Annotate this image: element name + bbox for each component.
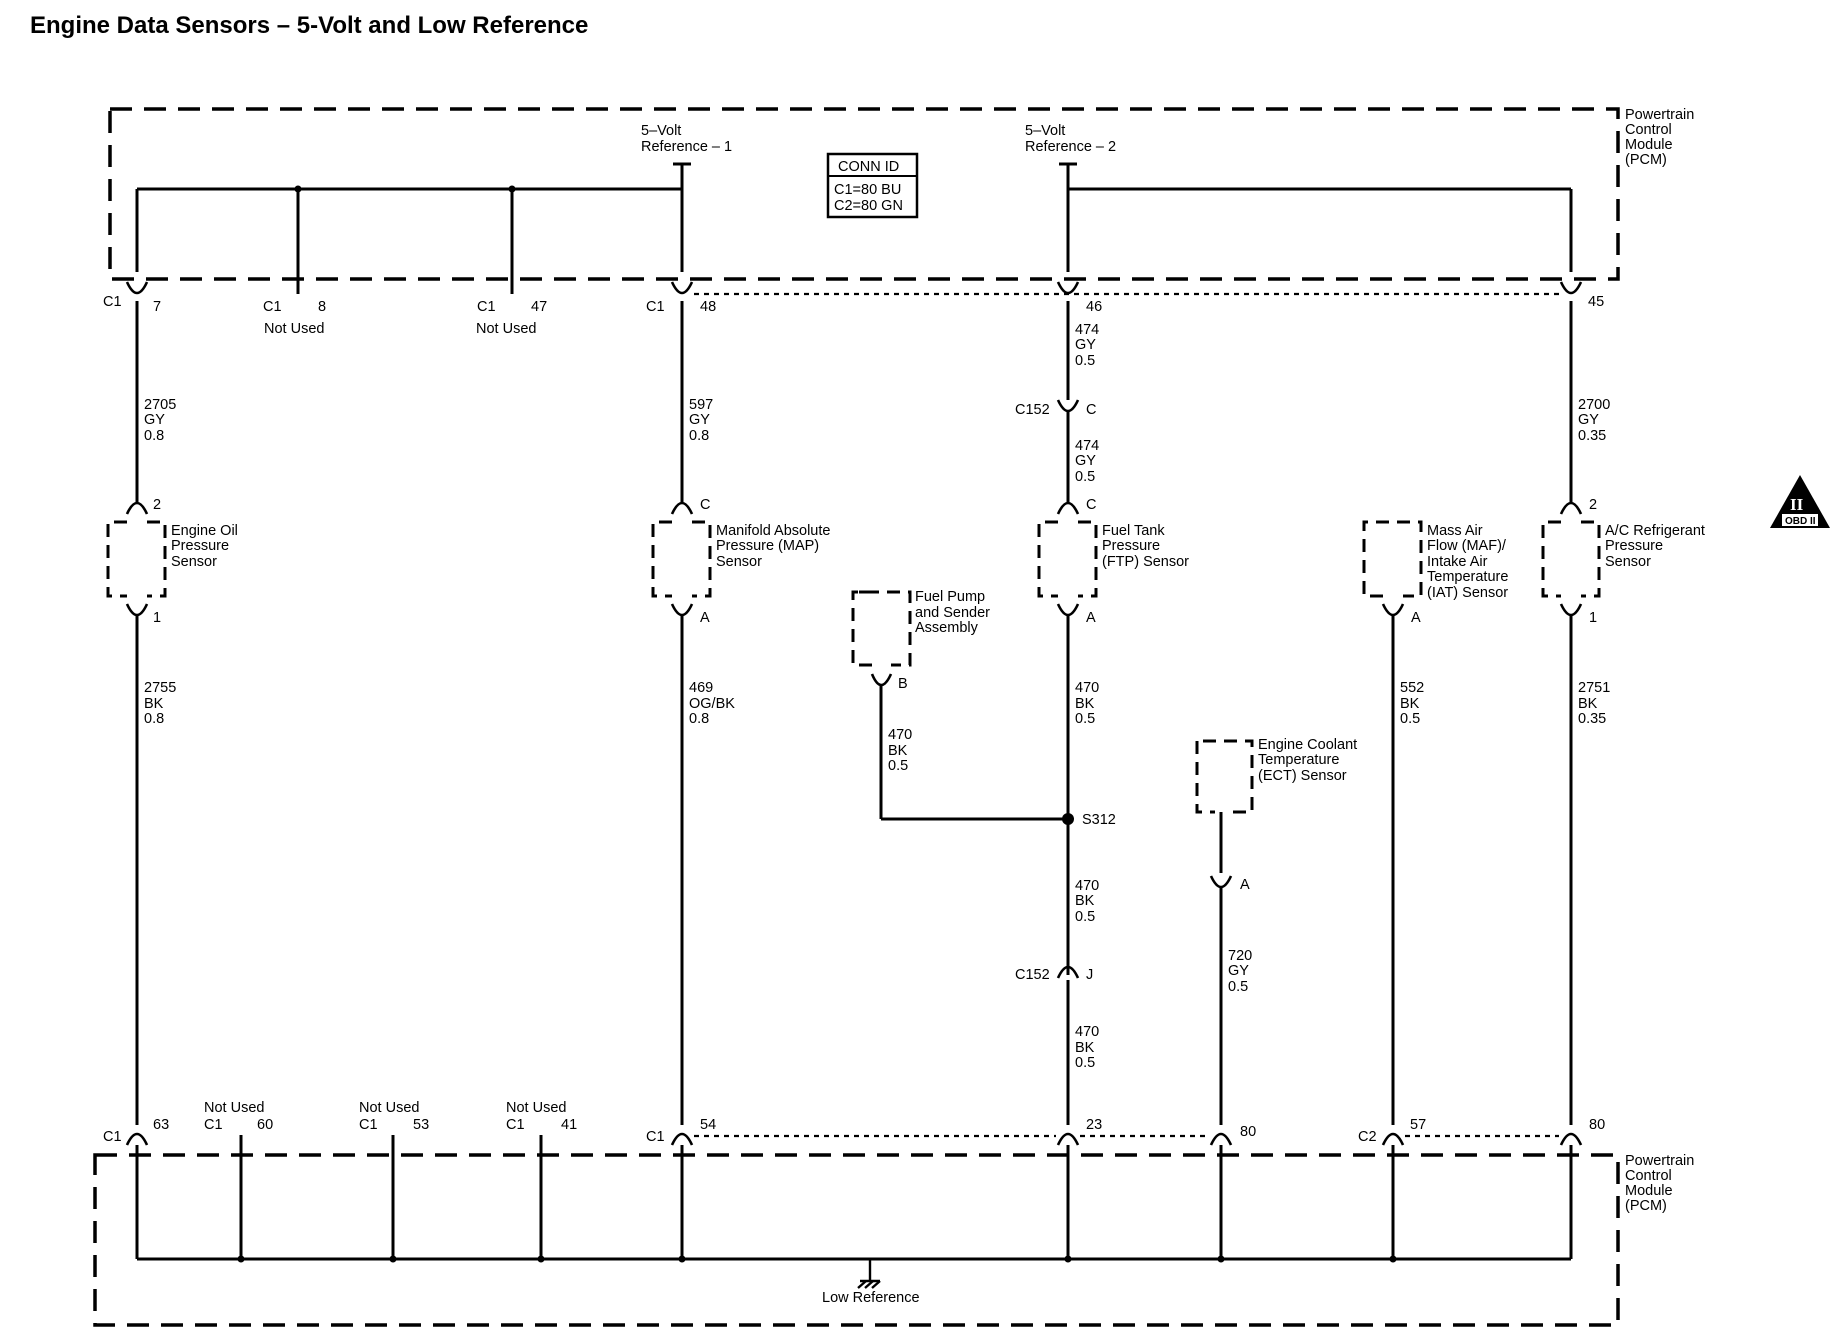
ref-2-label: 5–Volt Reference – 2 — [1025, 123, 1116, 155]
column-map — [651, 301, 712, 1125]
bottom-pin-54: 54 — [700, 1117, 716, 1133]
column-ect — [1195, 739, 1254, 1125]
wire-469-label: 469 OG/BK 0.8 — [689, 680, 739, 727]
bottom-pin-63-conn: C1 — [103, 1129, 122, 1145]
obd-ii-icon: II OBD II — [1770, 475, 1830, 528]
wire-474b-label: 474 GY 0.5 — [1075, 438, 1103, 485]
ftp-pin-top: C — [1086, 497, 1096, 513]
oil-sensor-label: Engine Oil Pressure Sensor — [171, 523, 242, 570]
wire-2700-label: 2700 GY 0.35 — [1578, 397, 1614, 444]
oil-pin-top: 2 — [153, 497, 161, 513]
top-pin-8-conn: C1 — [263, 299, 282, 315]
wire-2705-label: 2705 GY 0.8 — [144, 397, 180, 444]
pcm-top-label: Powertrain Control Module (PCM) — [1625, 107, 1698, 168]
wire-470-s-label: 470 BK 0.5 — [1075, 878, 1103, 925]
bottom-pin-60-note: Not Used — [204, 1100, 264, 1116]
map-pin-bottom: A — [700, 610, 710, 626]
ac-sensor-label: A/C Refrigerant Pressure Sensor — [1605, 523, 1709, 570]
bottom-pin-57-conn: C2 — [1358, 1129, 1377, 1145]
column-ac — [1541, 301, 1601, 1125]
maf-sensor-label: Mass Air Flow (MAF)/ Intake Air Temperat… — [1427, 523, 1512, 601]
top-pin-8: 8 — [318, 299, 326, 315]
low-reference-bus — [135, 1135, 1573, 1263]
column-ftp — [1037, 301, 1098, 1125]
map-sensor-label: Manifold Absolute Pressure (MAP) Sensor — [716, 523, 835, 570]
ect-sensor-label: Engine Coolant Temperature (ECT) Sensor — [1258, 737, 1361, 784]
column-oil — [106, 301, 167, 1125]
bottom-pin-80-ac: 80 — [1589, 1117, 1605, 1133]
bottom-pin-63: 63 — [153, 1117, 169, 1133]
bottom-pin-60: 60 — [257, 1117, 273, 1133]
bottom-pin-41: 41 — [561, 1117, 577, 1133]
bottom-terminals — [125, 1132, 1583, 1146]
ground-icon — [857, 1259, 881, 1289]
map-pin-top: C — [700, 497, 710, 513]
bottom-pin-53-note: Not Used — [359, 1100, 419, 1116]
pump-sensor-label: Fuel Pump and Sender Assembly — [915, 589, 994, 636]
svg-text:II: II — [1790, 495, 1804, 514]
ftp-pin-bottom: A — [1086, 610, 1096, 626]
bottom-pin-41-conn: C1 — [506, 1117, 525, 1133]
bottom-pin-80-ect: 80 — [1240, 1124, 1256, 1140]
top-pin-7-conn: C1 — [103, 294, 122, 310]
ref-2-bus — [1059, 162, 1573, 272]
svg-text:CONN ID: CONN ID — [838, 159, 899, 175]
top-pin-45: 45 — [1588, 294, 1604, 310]
page-title: Engine Data Sensors – 5-Volt and Low Ref… — [30, 12, 589, 39]
bottom-pin-60-conn: C1 — [204, 1117, 223, 1133]
svg-text:C1=80 BU: C1=80 BU — [834, 182, 901, 198]
bottom-pin-53-conn: C1 — [359, 1117, 378, 1133]
ftp-sensor-label: Fuel Tank Pressure (FTP) Sensor — [1102, 523, 1189, 570]
pcm-bottom-label: Powertrain Control Module (PCM) — [1625, 1153, 1698, 1214]
wire-474a-label: 474 GY 0.5 — [1075, 322, 1103, 369]
top-pin-47-conn: C1 — [477, 299, 496, 315]
bottom-pin-53: 53 — [413, 1117, 429, 1133]
wire-2755-label: 2755 BK 0.8 — [144, 680, 180, 727]
top-pin-47-note: Not Used — [476, 321, 536, 337]
bottom-pin-23: 23 — [1086, 1117, 1102, 1133]
column-pump — [851, 590, 1068, 821]
wire-2751-label: 2751 BK 0.35 — [1578, 680, 1614, 727]
bottom-pin-57: 57 — [1410, 1117, 1426, 1133]
c152c-conn: C152 — [1015, 402, 1050, 418]
column-maf — [1362, 520, 1423, 1125]
wire-597-label: 597 GY 0.8 — [689, 397, 717, 444]
top-pin-47: 47 — [531, 299, 547, 315]
top-pin-48-conn: C1 — [646, 299, 665, 315]
svg-text:C2=80 GN: C2=80 GN — [834, 198, 903, 214]
svg-text:OBD II: OBD II — [1785, 516, 1816, 527]
pump-pin-bottom: B — [898, 676, 908, 692]
c152j-conn: C152 — [1015, 967, 1050, 983]
top-pin-46: 46 — [1086, 299, 1102, 315]
wire-470-pump-label: 470 BK 0.5 — [888, 727, 916, 774]
c152j-pin: J — [1086, 967, 1093, 983]
wire-470-ftp-label: 470 BK 0.5 — [1075, 680, 1103, 727]
wire-720-label: 720 GY 0.5 — [1228, 948, 1256, 995]
ref-1-bus — [135, 162, 691, 294]
ac-pin-top: 2 — [1589, 497, 1597, 513]
pcm-top-outline — [108, 107, 1620, 281]
maf-pin-bottom: A — [1411, 610, 1421, 626]
wire-470-c-label: 470 BK 0.5 — [1075, 1024, 1103, 1071]
oil-pin-bottom: 1 — [153, 610, 161, 626]
top-pin-48: 48 — [700, 299, 716, 315]
ref-1-label: 5–Volt Reference – 1 — [641, 123, 732, 155]
ect-pin-bottom: A — [1240, 877, 1250, 893]
splice-s312: S312 — [1082, 812, 1116, 828]
c152c-pin: C — [1086, 402, 1096, 418]
bottom-pin-54-conn: C1 — [646, 1129, 665, 1145]
wire-552-label: 552 BK 0.5 — [1400, 680, 1428, 727]
conn-id-box: CONN ID C1=80 BU C2=80 GN — [826, 152, 919, 219]
top-pin-7: 7 — [153, 299, 161, 315]
ac-pin-bottom: 1 — [1589, 610, 1597, 626]
top-terminals — [125, 281, 1583, 296]
top-pin-8-note: Not Used — [264, 321, 324, 337]
bottom-pin-41-note: Not Used — [506, 1100, 566, 1116]
ground-label: Low Reference — [822, 1290, 920, 1306]
pcm-bottom-outline — [93, 1153, 1620, 1327]
